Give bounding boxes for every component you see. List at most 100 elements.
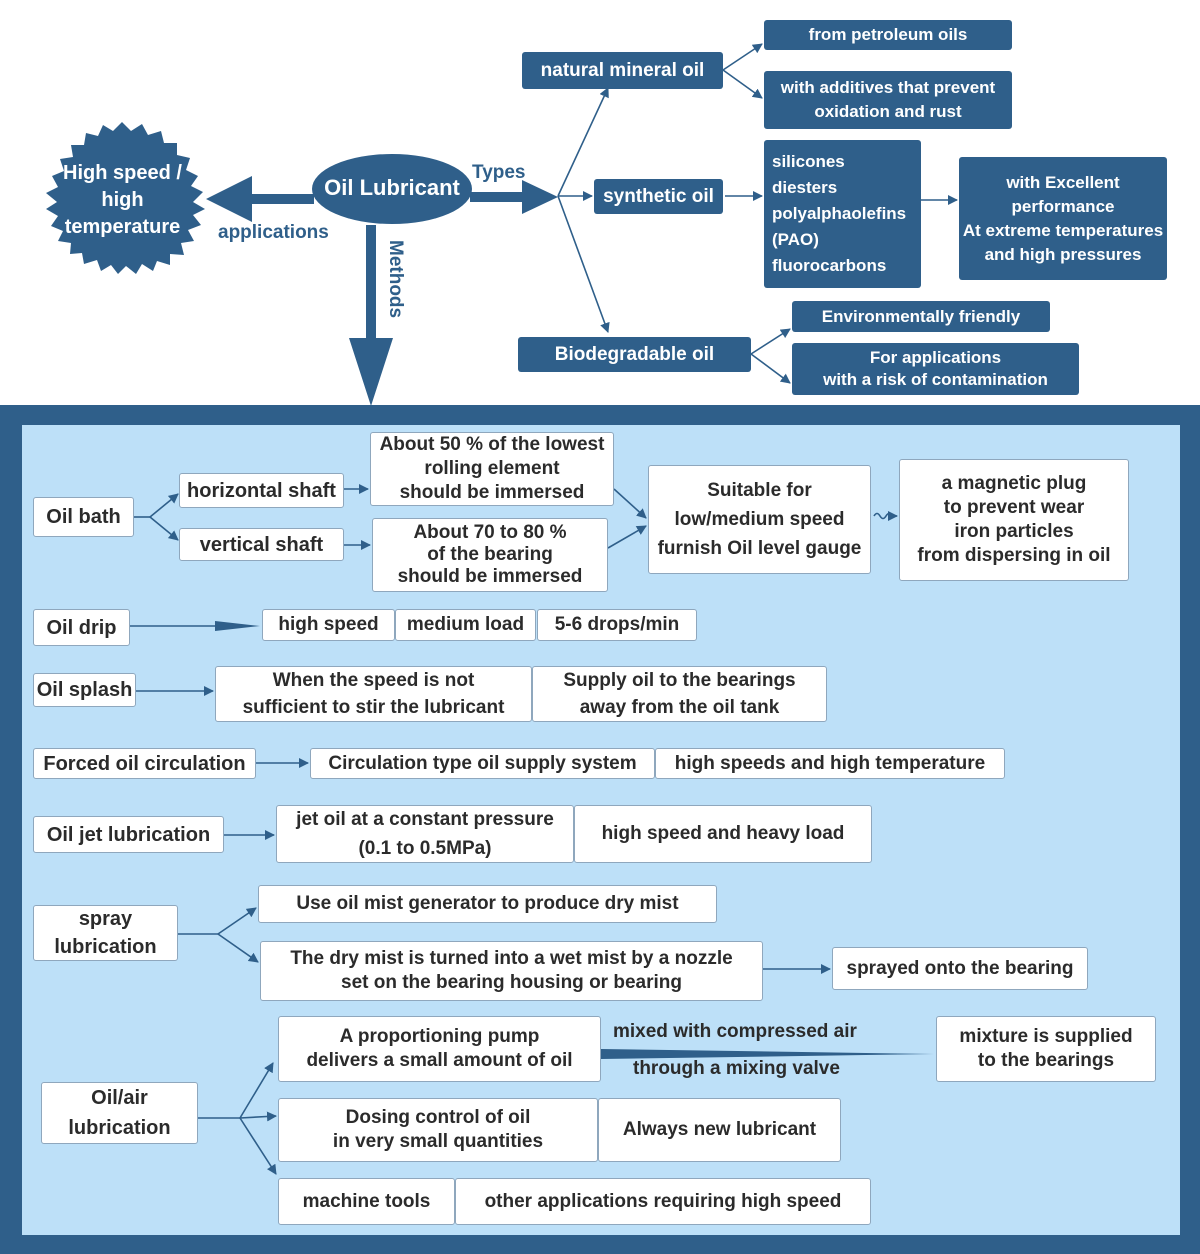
dosing-control-box: Dosing control of oil in very small quan…: [278, 1098, 598, 1162]
plug-line-4: from dispersing in oil: [917, 545, 1111, 566]
mixing-valve-label: through a mixing valve: [633, 1058, 840, 1079]
v-detail-line-1: About 70 to 80 %: [413, 522, 567, 543]
mixture-line-1: mixture is supplied: [959, 1026, 1133, 1047]
vertical-shaft-box: vertical shaft: [179, 528, 344, 561]
high-speeds-temp-box: high speeds and high temperature: [655, 748, 1005, 779]
mixture-line-2: to the bearings: [977, 1050, 1115, 1071]
oil-lubricant-title: Oil Lubricant: [324, 175, 460, 200]
additives-line-2: oxidation and rust: [814, 102, 962, 121]
h-detail-line-2: rolling element: [424, 458, 560, 479]
wet-mist-line-1: The dry mist is turned into a wet mist b…: [290, 948, 733, 969]
mixed-compressed-air-label: mixed with compressed air: [613, 1021, 857, 1042]
excellent-line-4: and high pressures: [984, 244, 1142, 264]
contamination-line-2: with a risk of contamination: [823, 370, 1048, 389]
suitable-line-1: Suitable for: [707, 480, 812, 501]
circulation-system-box: Circulation type oil supply system: [310, 748, 655, 779]
plug-line-2: to prevent wear: [943, 497, 1085, 518]
suitable-line-2: low/medium speed: [674, 509, 845, 530]
v-detail-line-2: of the bearing: [427, 544, 553, 565]
drip-drops-rate: 5-6 drops/min: [537, 609, 697, 641]
additives-box: with additives that prevent oxidation an…: [764, 71, 1012, 129]
dosing-line-2: in very small quantities: [332, 1131, 544, 1152]
h-detail-line-3: should be immersed: [399, 482, 585, 503]
new-lubricant-box: Always new lubricant: [598, 1098, 841, 1162]
wet-mist-line-2: set on the bearing housing or bearing: [341, 972, 682, 993]
other-applications-box: other applications requiring high speed: [455, 1178, 871, 1225]
excellent-line-3: At extreme temperatures: [962, 220, 1164, 240]
mixing-wedge: [601, 1049, 934, 1059]
oil-air-line-1: Oil/air: [91, 1087, 148, 1109]
burst-line-1: High speed /: [63, 162, 182, 184]
vertical-detail-box: About 70 to 80 % of the bearing should b…: [372, 518, 608, 592]
environmentally-friendly-box: Environmentally friendly: [792, 301, 1050, 332]
burst-line-3: temperature: [64, 216, 181, 238]
oil-air-line-2: lubrication: [68, 1117, 171, 1139]
applications-arrow: [206, 176, 314, 222]
methods-label: Methods: [385, 240, 406, 319]
splash-b-line-2: away from the oil tank: [579, 697, 780, 718]
jet-pressure-box: jet oil at a constant pressure (0.1 to 0…: [276, 805, 574, 863]
h-detail-line-1: About 50 % of the lowest: [379, 434, 605, 455]
pump-line-1: A proportioning pump: [339, 1026, 540, 1047]
horizontal-shaft-box: horizontal shaft: [179, 473, 344, 508]
additives-line-1: with additives that prevent: [780, 78, 996, 97]
heavy-load-box: high speed and heavy load: [574, 805, 872, 863]
magnetic-plug-box: a magnetic plug to prevent wear iron par…: [899, 459, 1129, 581]
synthetic-types-box: silicones diesters polyalphaolefins (PAO…: [764, 140, 921, 288]
splash-supply-box: Supply oil to the bearings away from the…: [532, 666, 827, 722]
drip-medium-load: medium load: [395, 609, 536, 641]
contamination-line-1: For applications: [869, 348, 1002, 367]
synthetic-type-2: diesters: [772, 178, 838, 197]
plug-line-1: a magnetic plug: [941, 473, 1087, 494]
synthetic-type-5: fluorocarbons: [772, 256, 887, 275]
plug-line-3: iron particles: [954, 521, 1074, 542]
oil-lubricant-ellipse: [312, 154, 472, 224]
spray-line-2: lubrication: [54, 936, 157, 958]
splash-b-line-1: Supply oil to the bearings: [563, 670, 796, 691]
types-label: Types: [472, 162, 526, 183]
splash-a-line-2: sufficient to stir the lubricant: [242, 697, 505, 718]
contamination-box: For applications with a risk of contamin…: [792, 343, 1079, 395]
machine-tools-box: machine tools: [278, 1178, 455, 1225]
mist-generator-box: Use oil mist generator to produce dry mi…: [258, 885, 717, 923]
oil-air-box: Oil/air lubrication: [41, 1082, 198, 1144]
spray-line-1: spray: [78, 908, 133, 930]
suitable-line-3: furnish Oil level gauge: [657, 538, 862, 559]
excellent-line-2: performance: [1011, 196, 1115, 216]
synthetic-type-1: silicones: [772, 152, 845, 171]
spray-lubrication-box: spray lubrication: [33, 905, 178, 961]
synthetic-type-3: polyalphaolefins: [772, 204, 907, 223]
sprayed-bearing-box: sprayed onto the bearing: [832, 947, 1088, 990]
synthetic-type-4: (PAO): [772, 230, 819, 249]
dosing-line-1: Dosing control of oil: [345, 1107, 531, 1128]
petroleum-oils-box: from petroleum oils: [764, 20, 1012, 50]
jet-line-1: jet oil at a constant pressure: [296, 809, 554, 830]
burst-shape: [46, 122, 205, 274]
proportioning-pump-box: A proportioning pump delivers a small am…: [278, 1016, 601, 1082]
methods-arrow: [349, 225, 393, 406]
burst-line-2: high: [101, 189, 144, 211]
oil-jet-box: Oil jet lubrication: [33, 816, 224, 853]
applications-label: applications: [218, 222, 329, 243]
splash-a-line-1: When the speed is not: [272, 670, 475, 691]
suitable-box: Suitable for low/medium speed furnish Oi…: [648, 465, 871, 574]
oil-drip-box: Oil drip: [33, 609, 130, 646]
pump-line-2: delivers a small amount of oil: [306, 1050, 573, 1071]
types-arrow: [470, 180, 558, 214]
v-detail-line-3: should be immersed: [397, 566, 583, 587]
wet-mist-box: The dry mist is turned into a wet mist b…: [260, 941, 763, 1001]
oil-bath-box: Oil bath: [33, 497, 134, 537]
high-speed-temperature-burst: High speed / high temperature: [50, 160, 195, 240]
synthetic-oil-box: synthetic oil: [594, 179, 723, 214]
natural-mineral-oil-box: natural mineral oil: [522, 52, 723, 89]
oil-splash-box: Oil splash: [33, 673, 136, 707]
splash-speed-box: When the speed is not sufficient to stir…: [215, 666, 532, 722]
biodegradable-oil-box: Biodegradable oil: [518, 337, 751, 372]
drip-high-speed: high speed: [262, 609, 395, 641]
forced-circulation-box: Forced oil circulation: [33, 748, 256, 779]
jet-line-2: (0.1 to 0.5MPa): [358, 838, 492, 859]
excellent-line-1: with Excellent: [1006, 172, 1120, 192]
mixture-supplied-box: mixture is supplied to the bearings: [936, 1016, 1156, 1082]
excellent-performance-box: with Excellent performance At extreme te…: [959, 157, 1167, 280]
